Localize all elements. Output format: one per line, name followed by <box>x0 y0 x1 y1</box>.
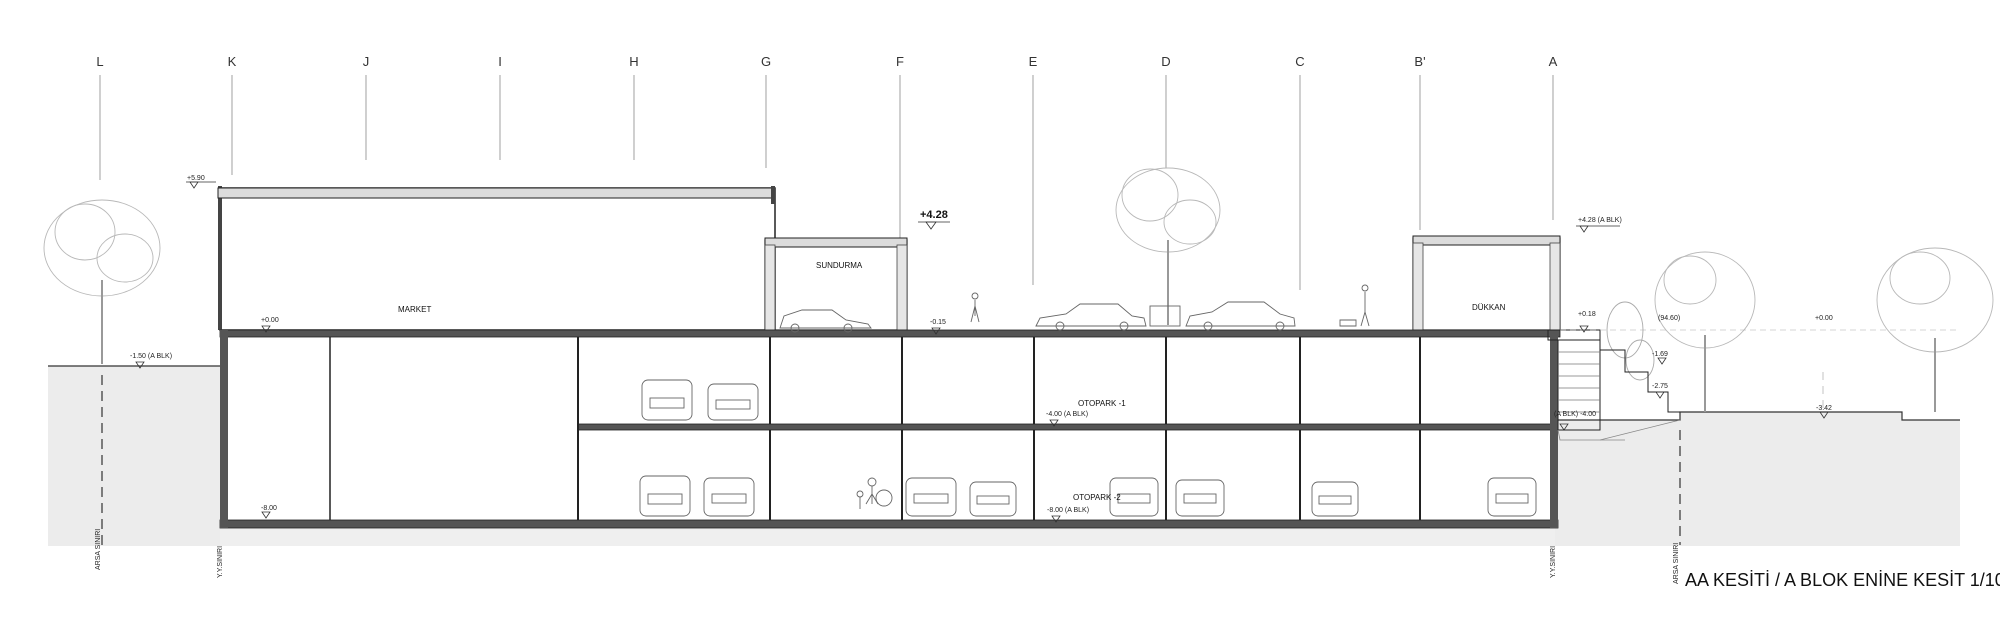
label-lot-left: ARSA SINIRI <box>95 529 102 570</box>
level-right-ground: -3.42 <box>1816 405 1832 412</box>
tree-middle <box>1115 167 1221 325</box>
label-setback-right: Y.Y.SINIRI <box>1550 546 1557 578</box>
ground-left <box>48 365 220 546</box>
level-top: +5.90 <box>187 175 205 182</box>
level-shop-floor: +0.18 <box>1578 311 1596 318</box>
grid-axis-label: D <box>1161 54 1170 69</box>
vehicles-and-figures <box>639 284 1537 517</box>
drawing-title: AA KESİTİ / A BLOK ENİNE KESİT 1/100 <box>1685 570 2000 590</box>
level-right-a: (94.60) <box>1658 315 1680 322</box>
grid-axis-label: A <box>1549 54 1558 69</box>
grid-axis-label: J <box>363 54 370 69</box>
level-a-block-top: +4.28 (A BLK) <box>1578 217 1622 224</box>
level-market-floor: +0.00 <box>261 317 279 324</box>
ground-right <box>1555 411 1960 546</box>
level-stair-1: -1.69 <box>1652 351 1668 358</box>
tree-right-1 <box>1654 251 1756 412</box>
level-labels: +5.90 +4.28 +4.28 (A BLK) +0.00 -1.50 (A… <box>130 175 1833 514</box>
tree-right-2 <box>1876 247 1994 412</box>
building-section <box>217 186 1681 529</box>
level-stair-2: -2.75 <box>1652 383 1668 390</box>
grid-axis-label: H <box>629 54 638 69</box>
level-canopy: +4.28 <box>920 209 948 221</box>
grid-axis-label: B' <box>1414 54 1425 69</box>
ground-under-building <box>220 528 1555 546</box>
label-parking2: OTOPARK -2 <box>1073 493 1121 502</box>
grid-axes: L K J I H G F E D C B' A <box>96 54 1558 290</box>
grid-axis-label: F <box>896 54 904 69</box>
level-parking1-right: (A BLK) -4.00 <box>1554 411 1596 418</box>
grid-axis-label: K <box>228 54 237 69</box>
level-right-b: +0.00 <box>1815 315 1833 322</box>
tree-left <box>43 199 161 364</box>
level-parking2: -8.00 (A BLK) <box>1047 507 1089 514</box>
level-parking1: -4.00 (A BLK) <box>1046 411 1088 418</box>
grid-axis-label: C <box>1295 54 1304 69</box>
shrub-right <box>1606 301 1655 381</box>
label-canopy: SUNDURMA <box>816 261 863 270</box>
level-street: -0.15 <box>930 319 946 326</box>
label-setback-left: Y.Y.SINIRI <box>217 546 224 578</box>
grid-axis-label: L <box>96 54 103 69</box>
grid-axis-label: I <box>498 54 502 69</box>
room-labels: MARKET SUNDURMA DÜKKAN OTOPARK -1 OTOPAR… <box>398 261 1506 502</box>
grid-axis-label: G <box>761 54 771 69</box>
label-lot-right: ARSA SINIRI <box>1673 543 1680 584</box>
label-market: MARKET <box>398 305 431 314</box>
grid-axis-label: E <box>1029 54 1038 69</box>
level-markers <box>135 181 1829 523</box>
label-parking1: OTOPARK -1 <box>1078 399 1126 408</box>
boundary-labels: ARSA SINIRI Y.Y.SINIRI Y.Y.SINIRI ARSA S… <box>95 529 1680 584</box>
boundary-lines <box>101 375 1681 545</box>
level-left-ground: -1.50 (A BLK) <box>130 353 172 360</box>
level-left-low: -8.00 <box>261 505 277 512</box>
label-shop: DÜKKAN <box>1472 303 1506 312</box>
